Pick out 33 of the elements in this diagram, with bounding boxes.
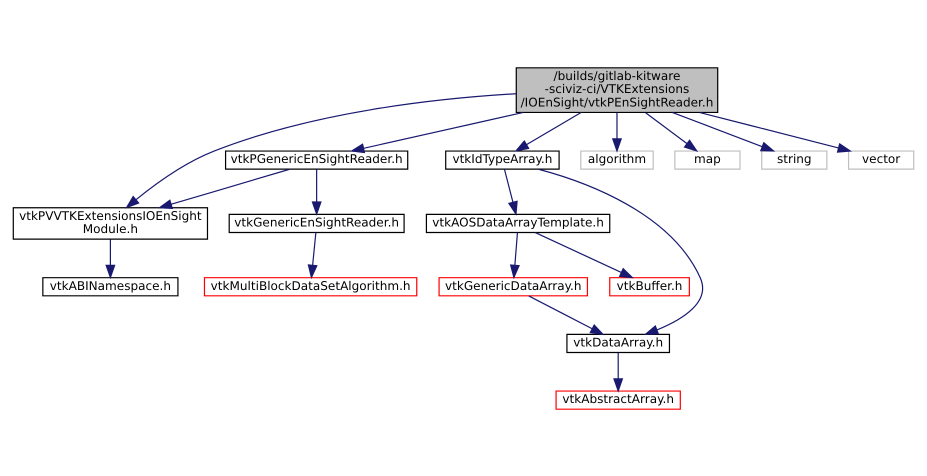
node-box: vtkMultiBlockDataSetAlgorithm.h: [204, 276, 418, 296]
node-box: /builds/gitlab-kitware -sciviz-ci/VTKExtensions /IOEnSight/vtkPEnSightReader.h: [516, 66, 718, 113]
node-box: vtkPGenericEnSightReader.h: [224, 150, 408, 170]
arrow: [700, 111, 852, 152]
arrow: [504, 168, 518, 216]
arrow: [510, 232, 520, 279]
node-box: vector: [848, 150, 914, 170]
arrow: [308, 232, 318, 279]
arrow: [612, 112, 622, 152]
arrow: [514, 112, 582, 152]
arrow: [613, 352, 624, 392]
arrow: [105, 238, 116, 279]
node-box: algorithm: [580, 150, 654, 170]
arrow: [158, 168, 290, 208]
node-box: vtkDataArray.h: [566, 333, 670, 353]
node-box: map: [674, 150, 741, 170]
arrow: [535, 232, 634, 278]
node-box: vtkIdTypeArray.h: [445, 150, 560, 170]
node-box: vtkGenericEnSightReader.h: [228, 213, 405, 233]
node-box: vtkABINamespace.h: [42, 276, 179, 296]
arrow: [312, 168, 322, 216]
arrow: [645, 112, 698, 152]
arrow: [672, 111, 776, 152]
arrow: [538, 168, 704, 334]
arrow: [528, 294, 605, 335]
arrow: [350, 111, 523, 153]
node-box: vtkAbstractArray.h: [555, 390, 681, 410]
node-box: string: [761, 150, 828, 170]
node-box: vtkGenericDataArray.h: [438, 276, 588, 296]
node-box: vtkAOSDataArrayTemplate.h: [426, 213, 610, 233]
node-box: vtkBuffer.h: [609, 276, 690, 296]
arrow: [125, 92, 516, 208]
node-box: vtkPVVTKExtensionsIOEnSight Module.h: [12, 206, 208, 240]
